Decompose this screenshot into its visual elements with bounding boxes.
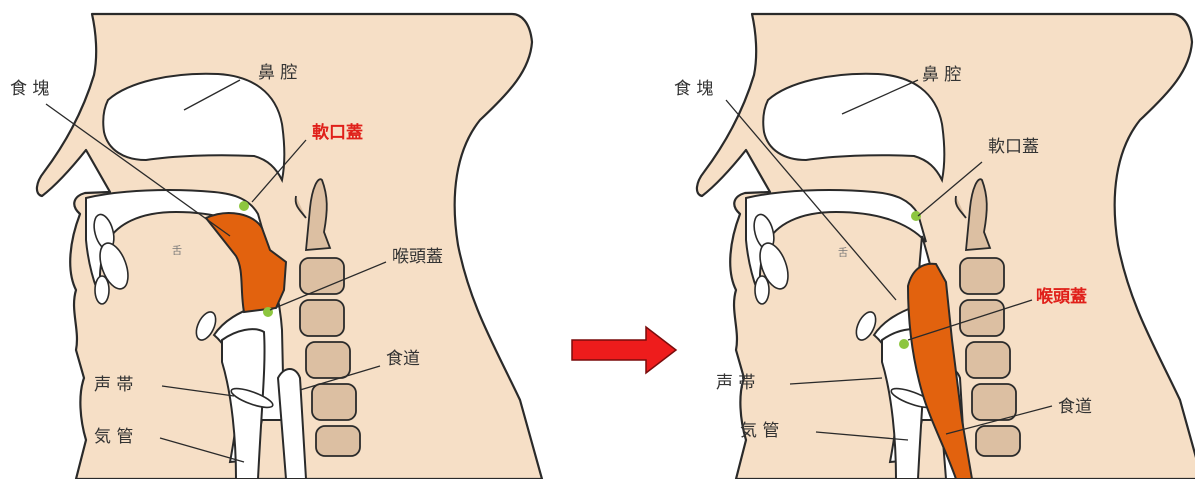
epiglottis-marker [899, 339, 909, 349]
right-arrow-icon [571, 325, 678, 375]
label-vocal-cords: 声 帯 [94, 375, 133, 395]
label-esophagus: 食道 [1058, 397, 1092, 417]
label-epiglottis: 喉頭蓋 [392, 247, 443, 267]
epiglottis-marker [263, 307, 273, 317]
label-soft-palate: 軟口蓋 [988, 137, 1039, 157]
label-tongue: 舌 [838, 247, 848, 259]
soft-palate-marker [239, 201, 249, 211]
panel-after: 食 塊 鼻 腔 軟口蓋 舌 喉頭蓋 食道 声 帯 気 管 [674, 12, 1195, 479]
soft-palate-marker [911, 211, 921, 221]
label-nasal-cavity: 鼻 腔 [922, 65, 961, 85]
bolus-shape [204, 212, 288, 314]
label-bolus: 食 塊 [674, 79, 713, 99]
bolus-shape [906, 262, 974, 479]
label-nasal-cavity: 鼻 腔 [258, 63, 297, 83]
label-vocal-cords: 声 帯 [716, 373, 755, 393]
panel-before: 食 塊 鼻 腔 軟口蓋 舌 喉頭蓋 食道 声 帯 気 管 [10, 12, 544, 479]
label-trachea: 気 管 [740, 421, 779, 441]
label-soft-palate: 軟口蓋 [312, 122, 363, 143]
label-esophagus: 食道 [386, 349, 420, 369]
label-epiglottis: 喉頭蓋 [1036, 286, 1087, 307]
label-trachea: 気 管 [94, 427, 133, 447]
label-tongue: 舌 [172, 245, 182, 257]
label-bolus: 食 塊 [10, 79, 49, 99]
